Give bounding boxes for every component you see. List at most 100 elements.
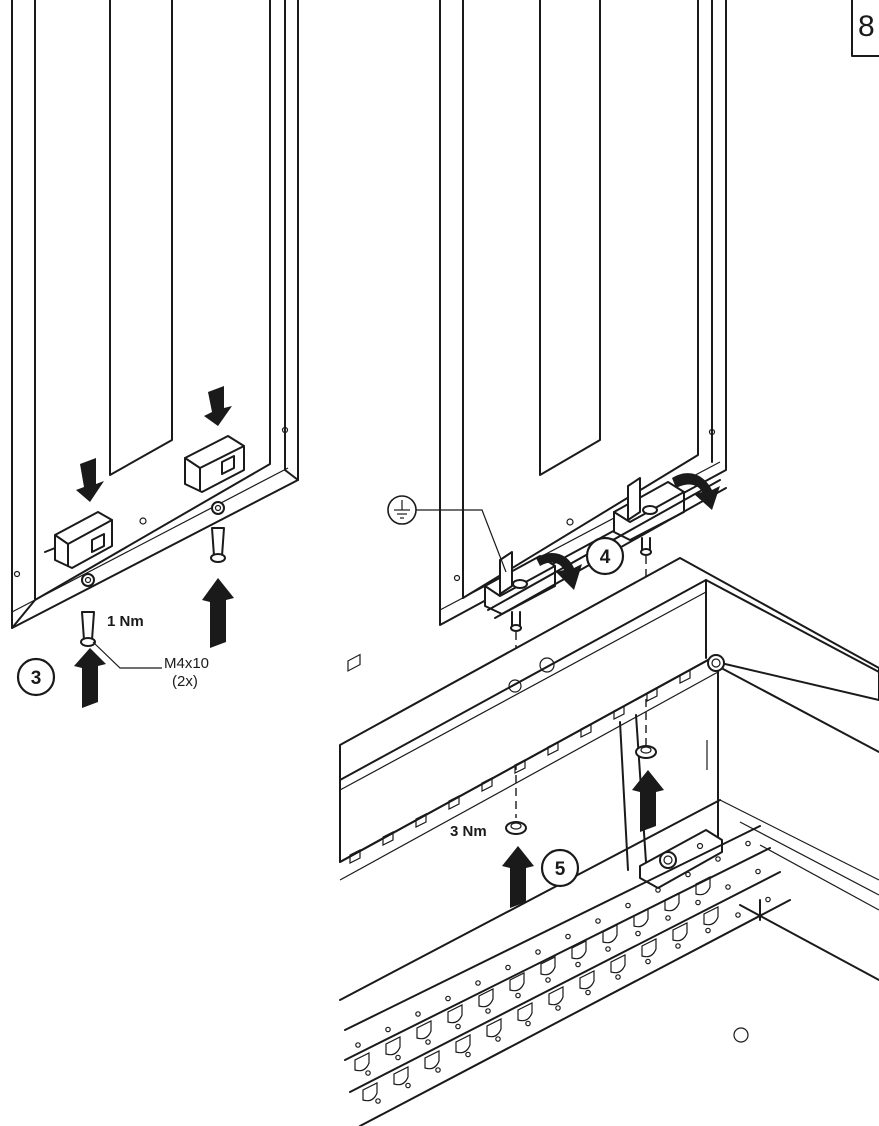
rail-hole	[615, 974, 621, 980]
rail-slot	[481, 777, 493, 792]
rail-slot	[580, 723, 592, 738]
screw-m4-left-1	[80, 611, 96, 647]
arrow-up-icon	[632, 770, 664, 832]
left-door-panel	[11, 0, 299, 629]
screw-callout-line	[92, 641, 162, 669]
comb-tooth	[602, 924, 618, 944]
comb-tooth	[664, 892, 680, 912]
rail-slot	[646, 687, 658, 702]
comb-tooth	[509, 972, 525, 992]
comb-tooth	[548, 986, 564, 1006]
rail-hole	[455, 1023, 461, 1030]
comb-tooth	[447, 1004, 463, 1024]
rail-hole	[585, 989, 591, 996]
torque-label-left: 1 Nm	[107, 613, 144, 630]
rail-hole	[415, 1011, 421, 1017]
rail-slot	[547, 741, 559, 756]
comb-tooth	[486, 1018, 502, 1038]
rail-slot	[349, 849, 361, 864]
rail-hole	[645, 958, 651, 965]
hinge-bracket-left-2	[184, 435, 245, 515]
arrow-up-icon	[502, 846, 534, 908]
rail-hole	[385, 1026, 391, 1033]
page-number-box: 8	[851, 0, 879, 57]
arrow-up-icon	[202, 578, 234, 648]
comb-tooth	[354, 1052, 370, 1072]
rail-hole	[555, 1005, 561, 1011]
comb-tooth	[579, 970, 595, 990]
rail-hole	[435, 1067, 441, 1073]
comb-tooth	[695, 876, 711, 896]
comb-tooth	[641, 938, 657, 958]
comb-tooth	[517, 1002, 533, 1022]
rail-hole	[595, 918, 601, 924]
step-badge-4: 4	[585, 536, 625, 576]
rail-hole	[445, 995, 451, 1002]
rail-hole	[725, 884, 731, 890]
comb-rail-teeth	[354, 876, 719, 1102]
rail-hole	[765, 896, 771, 903]
rail-hole	[395, 1054, 401, 1061]
step-number-5: 5	[555, 859, 566, 880]
ground-callout-line	[416, 509, 507, 573]
rail-slot	[415, 813, 427, 828]
rail-hole	[715, 856, 721, 862]
rail-hole	[545, 977, 551, 983]
rail-hole	[695, 899, 701, 906]
comb-tooth	[424, 1050, 440, 1070]
rail-hole	[665, 915, 671, 921]
rail-hole	[635, 930, 641, 937]
cabinet-frame	[339, 557, 879, 1126]
rail-hole	[465, 1051, 471, 1058]
rail-hole	[685, 871, 691, 878]
rail-hole	[575, 961, 581, 968]
rail-slots	[347, 653, 361, 672]
rail-hole	[375, 1098, 381, 1104]
comb-tooth	[540, 956, 556, 976]
arrow-rotate-icon	[536, 553, 582, 590]
rail-hole	[745, 840, 751, 847]
rail-hole	[735, 912, 741, 918]
step-badge-5: 5	[540, 848, 580, 888]
comb-tooth	[571, 940, 587, 960]
arrow-up-icon	[74, 648, 106, 708]
cage-nut-1	[505, 821, 527, 835]
rail-slot	[514, 759, 526, 774]
hinge-bracket-left-1	[44, 511, 113, 587]
rail-hole	[675, 943, 681, 949]
comb-tooth	[393, 1066, 409, 1086]
arrow-down-icon	[76, 458, 104, 502]
screw-m4-left-2	[210, 527, 226, 563]
comb-tooth	[633, 908, 649, 928]
rail-hole	[525, 1020, 531, 1027]
rail-hole	[755, 868, 761, 875]
step-number-4: 4	[600, 547, 611, 568]
comb-tooth	[610, 954, 626, 974]
rail-hole	[655, 887, 661, 893]
rail-hole	[625, 902, 631, 909]
rail-slot	[382, 831, 394, 846]
right-door-panel	[439, 0, 727, 626]
comb-tooth	[478, 988, 494, 1008]
comb-tooth	[385, 1036, 401, 1056]
upper-rail-slots	[349, 669, 691, 864]
rail-hole	[565, 933, 571, 940]
step-number-3: 3	[31, 668, 42, 689]
rail-holes	[355, 840, 771, 1104]
rail-hole	[475, 980, 481, 986]
rail-hole	[495, 1036, 501, 1042]
rail-hole	[365, 1070, 371, 1076]
rail-hole	[705, 927, 711, 934]
comb-tooth	[703, 906, 719, 926]
rail-hole	[355, 1042, 361, 1048]
cage-nut-2	[635, 745, 657, 759]
rail-hole	[605, 946, 611, 952]
screw-size-label: M4x10	[164, 655, 209, 672]
screw-quantity-label: (2x)	[172, 673, 198, 690]
rail-hole	[515, 992, 521, 999]
rail-hole	[535, 949, 541, 955]
rail-hole	[425, 1039, 431, 1045]
ground-symbol-icon	[387, 495, 507, 573]
rail-hole	[485, 1008, 491, 1014]
